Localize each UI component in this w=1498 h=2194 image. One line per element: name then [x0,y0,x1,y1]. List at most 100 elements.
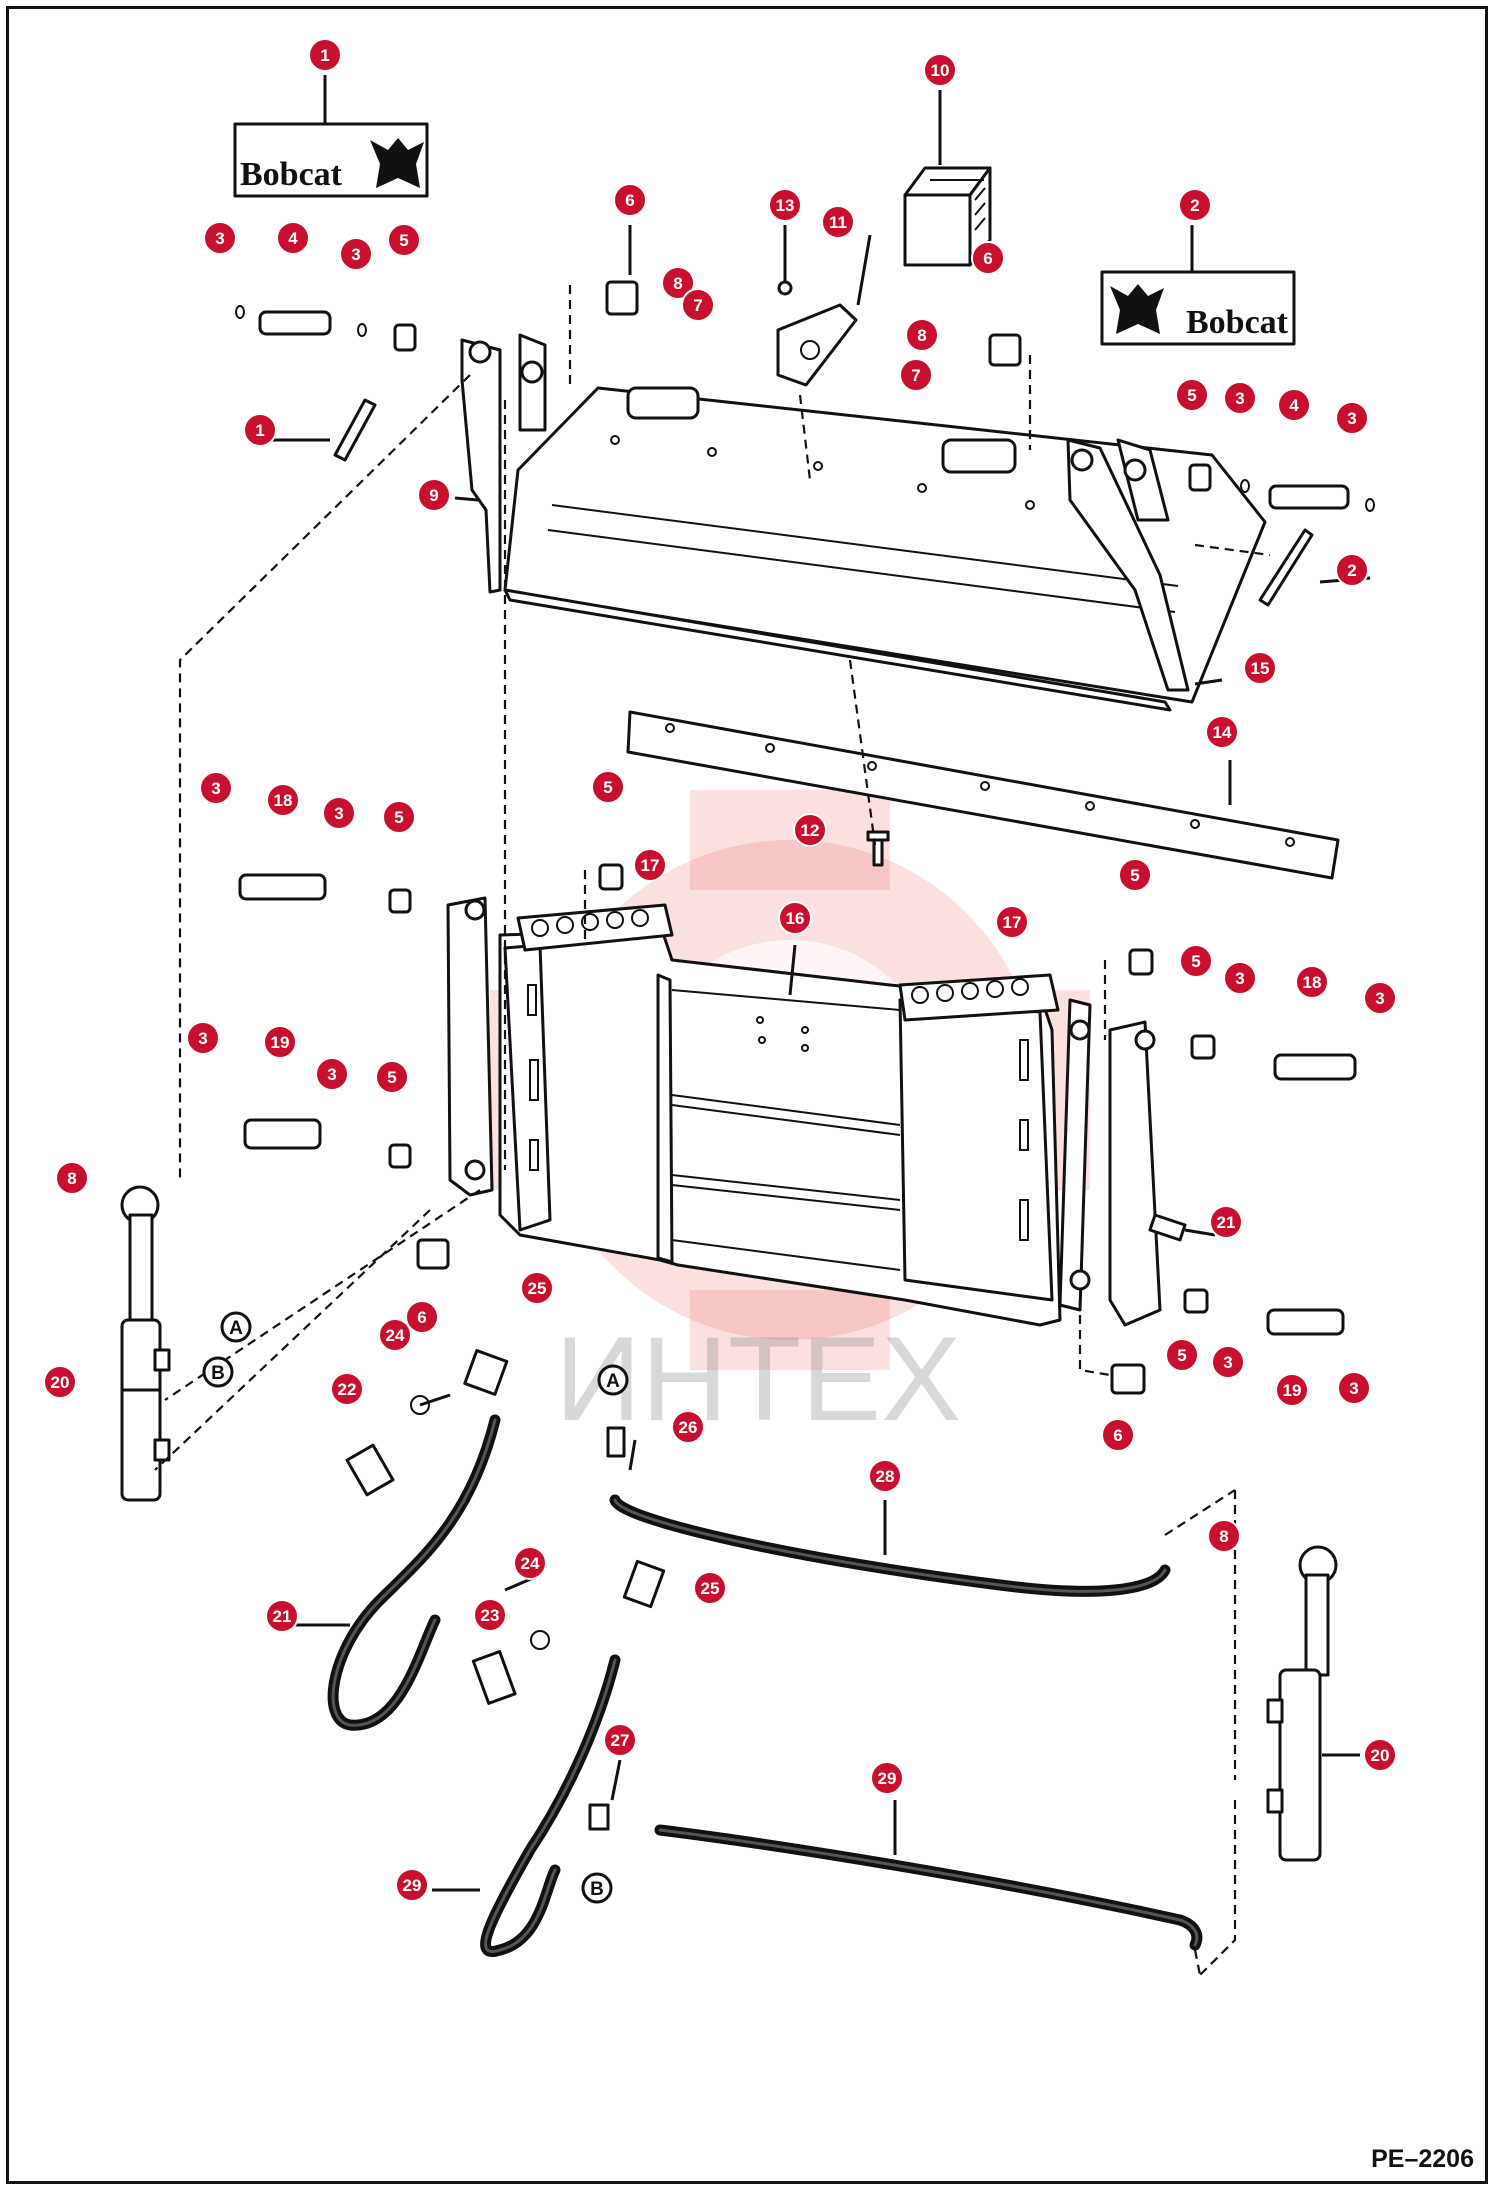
callout-badge [315,1057,349,1091]
callout-badge [1335,401,1369,435]
callout-number: 29 [878,1769,897,1788]
callout-7: 7 [681,288,715,322]
callout-badge [793,813,827,847]
callout-1: 1 [308,38,342,72]
callout-badge [905,318,939,352]
callout-number: 4 [288,229,298,248]
callout-8: 8 [905,318,939,352]
callout-badge [43,1365,77,1399]
callout-badge [1179,944,1213,978]
callout-badge [513,1546,547,1580]
callout-8: 8 [55,1161,89,1195]
callout-badge [661,266,695,300]
callout-3: 3 [1211,1345,1245,1379]
callout-number: 6 [983,249,992,268]
callout-20: 20 [43,1365,77,1399]
callout-number: 3 [1235,389,1244,408]
callout-badge [473,1598,507,1632]
callout-number: 6 [1113,1426,1122,1445]
callout-5: 5 [591,770,625,804]
hydraulic-cylinder-right [1266,1545,1338,1862]
callout-number: 7 [693,296,702,315]
callout-badge [266,783,300,817]
part-11-wedge [776,303,858,387]
callout-number: 14 [1213,723,1232,742]
callout-badge [1335,553,1369,587]
callout-number: 7 [911,366,920,385]
pins-lower [238,863,1357,1395]
callout-19: 19 [263,1025,297,1059]
part-10-block [903,166,992,267]
part-14-cutting-edge [626,710,1340,880]
callout-badge [417,478,451,512]
callout-6: 6 [405,1300,439,1334]
callout-badge [243,413,277,447]
callout-8: 8 [1207,1519,1241,1553]
callout-badge [395,1868,429,1902]
svg-text:A: A [229,1318,243,1339]
callout-number: 8 [1219,1527,1228,1546]
callout-number: 5 [1191,952,1200,971]
callout-5: 5 [1165,1338,1199,1372]
callout-number: 5 [603,778,612,797]
callout-badge [768,188,802,222]
callout-badge [265,1599,299,1633]
callout-badge [1363,1738,1397,1772]
callout-number: 3 [1349,1379,1358,1398]
callout-badge [1209,1205,1243,1239]
callout-badge [520,1271,554,1305]
callout-6: 6 [971,241,1005,275]
callout-number: 19 [1283,1381,1302,1400]
callout-badge [199,771,233,805]
callout-5: 5 [1175,378,1209,412]
callout-number: 26 [679,1418,698,1437]
callout-number: 17 [1003,913,1022,932]
logo-text-1: Bobcat [240,156,343,193]
svg-text:B: B [211,1363,225,1384]
callout-23: 23 [473,1598,507,1632]
callout-number: 3 [1375,989,1384,1008]
callout-badge [1277,388,1311,422]
callout-3: 3 [315,1057,349,1091]
bobcat-head-icon [1110,284,1164,334]
callout-14: 14 [1205,715,1239,749]
callout-number: 25 [528,1279,547,1298]
callout-number: 25 [701,1579,720,1598]
callout-number: 20 [1371,1746,1390,1765]
callout-5: 5 [375,1060,409,1094]
callout-number: 15 [1251,659,1270,678]
callout-5: 5 [1118,858,1152,892]
callout-2: 2 [1178,188,1212,222]
callout-badge [821,205,855,239]
callout-number: 17 [641,856,660,875]
callout-number: 19 [271,1033,290,1052]
callout-badge [322,796,356,830]
callout-number: 8 [67,1169,76,1188]
callout-3: 3 [186,1021,220,1055]
callout-5: 5 [382,800,416,834]
callout-badge [1243,651,1277,685]
callout-12: 12 [793,813,827,847]
callout-number: 18 [1303,973,1322,992]
callout-number: 21 [273,1607,292,1626]
part-17-tooth-blocks [516,903,1060,1022]
assembly-lines [154,285,1271,1976]
logo-text-2: Bobcat [1186,304,1289,341]
callout-badge [203,221,237,255]
svg-text:A: A [606,1371,620,1392]
fittings [345,1349,666,1831]
callout-3: 3 [203,221,237,255]
callout-27: 27 [603,1723,637,1757]
callout-6: 6 [1101,1418,1135,1452]
callout-3: 3 [339,237,373,271]
callout-number: 5 [387,1068,396,1087]
callout-number: 3 [351,245,360,264]
callout-badge [1363,981,1397,1015]
callout-number: 16 [786,909,805,928]
hydraulic-cylinder-left [120,1185,171,1502]
callout-22: 22 [330,1372,364,1406]
callout-number: 3 [1347,409,1356,428]
callout-20: 20 [1363,1738,1397,1772]
callout-badge [613,183,647,217]
callout-24: 24 [378,1318,412,1352]
